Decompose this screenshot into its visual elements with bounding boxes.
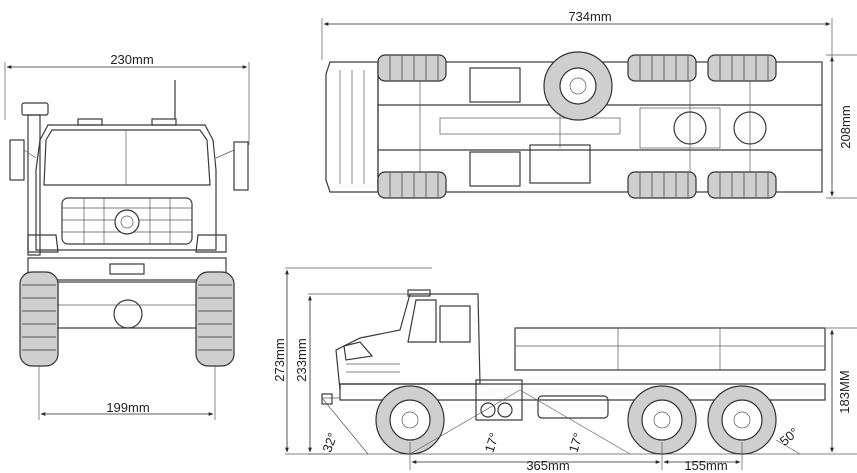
tire-left	[19, 271, 59, 367]
dim-wheelbase-rear: 155mm	[684, 458, 727, 473]
dim-overall-height: 273mm	[272, 338, 287, 381]
front-view: 230mm	[4, 52, 250, 420]
dim-cab-height: 233mm	[294, 338, 309, 381]
top-view: 734mm 208mm	[321, 9, 857, 199]
side-wheel-mid	[627, 385, 697, 455]
dim-top-width: 208mm	[838, 105, 853, 148]
dim-bed-height: 183MM	[837, 370, 852, 413]
angle-breakover-front: 17°	[482, 431, 502, 454]
dim-wheelbase-front: 365mm	[526, 458, 569, 473]
side-wheel-rear	[707, 385, 777, 455]
side-wheel-front	[375, 385, 445, 455]
angle-departure: 50°	[777, 424, 802, 448]
dim-overall-width: 230mm	[110, 52, 153, 67]
tire-right	[195, 271, 235, 367]
side-view: 273mm 233mm 183MM	[272, 267, 857, 473]
dim-track-width: 199mm	[106, 400, 149, 415]
dim-overall-length: 734mm	[568, 9, 611, 24]
angle-breakover-rear: 17°	[566, 431, 586, 454]
angle-approach: 32°	[319, 431, 340, 455]
brand-logo-icon	[114, 209, 140, 235]
